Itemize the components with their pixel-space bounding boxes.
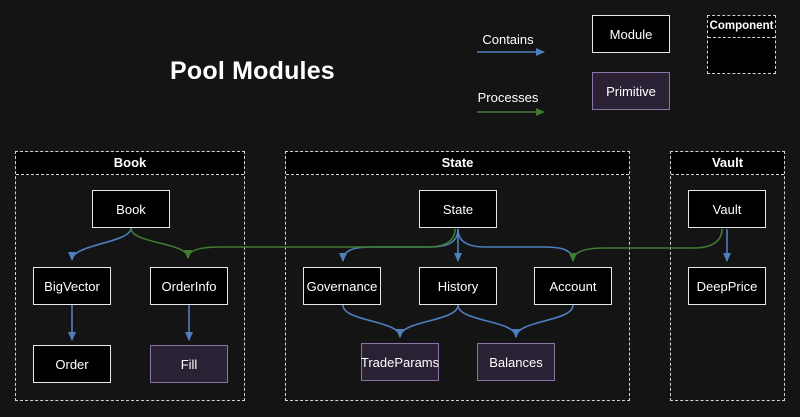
node-bigvector: BigVector <box>33 267 111 305</box>
node-order: Order <box>33 345 111 383</box>
node-vault: Vault <box>688 190 766 228</box>
legend-component-label: Component <box>708 16 775 38</box>
node-history: History <box>419 267 497 305</box>
node-tradeparams: TradeParams <box>361 343 439 381</box>
container-state-title: State <box>286 152 629 175</box>
legend-contains-label: Contains <box>482 32 534 47</box>
container-vault: Vault <box>670 151 785 401</box>
page-title: Pool Modules <box>170 57 335 85</box>
node-fill: Fill <box>150 345 228 383</box>
legend-processes-label: Processes <box>477 90 539 105</box>
node-governance: Governance <box>303 267 381 305</box>
legend-component-box: Component <box>707 15 776 74</box>
legend-primitive-box: Primitive <box>592 72 670 110</box>
node-balances: Balances <box>477 343 555 381</box>
container-vault-title: Vault <box>671 152 784 175</box>
container-book-title: Book <box>16 152 244 175</box>
node-book: Book <box>92 190 170 228</box>
container-book: Book <box>15 151 245 401</box>
node-deepprice: DeepPrice <box>688 267 766 305</box>
container-state: State <box>285 151 630 401</box>
node-orderinfo: OrderInfo <box>150 267 228 305</box>
node-state: State <box>419 190 497 228</box>
node-account: Account <box>534 267 612 305</box>
legend-module-box: Module <box>592 15 670 53</box>
